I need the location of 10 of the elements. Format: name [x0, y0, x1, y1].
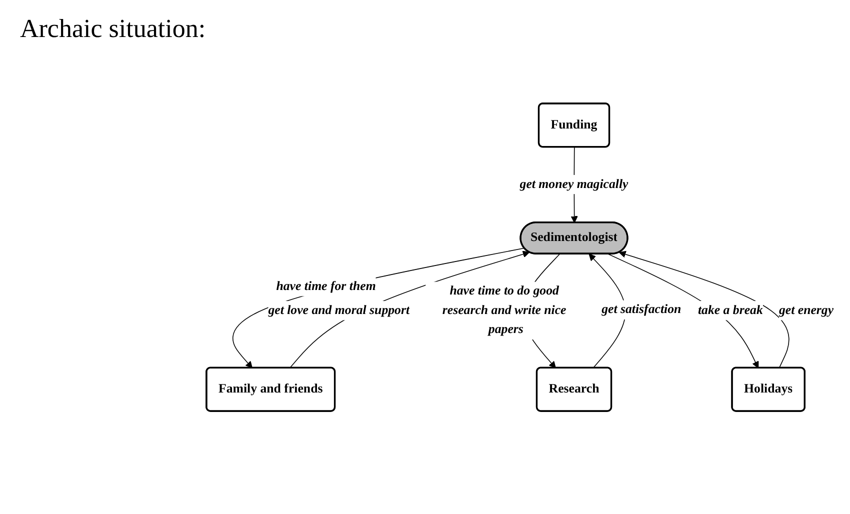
edge-label: get satisfaction — [602, 302, 682, 317]
arrow — [232, 248, 525, 369]
edge-label: get money magically — [520, 178, 628, 192]
edge-label: have time to do good research and write nice papers — [442, 284, 566, 337]
edge-label: get energy — [778, 304, 834, 318]
diagram-title: Archaic situation: — [20, 14, 206, 44]
arrow — [618, 251, 790, 369]
edge-label: get love and moral support — [268, 304, 410, 318]
edge-label: have time for them — [276, 280, 376, 294]
edge-label: take a break — [698, 304, 763, 318]
